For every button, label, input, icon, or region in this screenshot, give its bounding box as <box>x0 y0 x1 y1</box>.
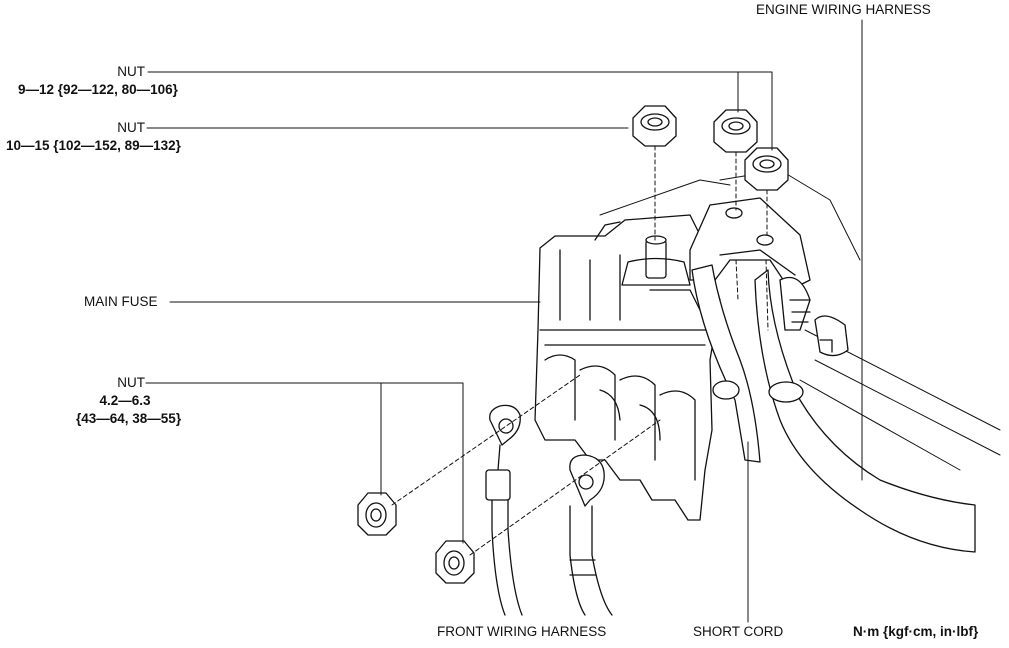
label-nut-top: NUT <box>117 64 145 79</box>
main-fuse-block <box>534 214 721 521</box>
leader-lines <box>145 19 863 623</box>
label-main-fuse: MAIN FUSE <box>84 294 158 309</box>
label-nut-mid-torque: 10—15 {102—152, 89—132} <box>6 138 181 153</box>
label-nut-mid: NUT <box>117 120 145 135</box>
fuse-stud <box>621 235 691 286</box>
nut-third <box>744 147 789 191</box>
short-cord-cable <box>691 264 761 463</box>
label-nut-low: NUT <box>117 375 145 390</box>
nut-lower-2 <box>435 540 475 584</box>
side-connector <box>814 315 849 357</box>
label-nut-low-torque-1: 4.2—6.3 <box>99 393 151 408</box>
nut-top-left <box>632 105 677 147</box>
front-harness-terminal-2 <box>569 454 613 616</box>
label-engine-wiring-harness: ENGINE WIRING HARNESS <box>756 2 931 17</box>
label-front-wiring-harness: FRONT WIRING HARNESS <box>437 624 607 639</box>
engine-harness-cable <box>754 269 976 553</box>
label-nut-top-torque: 9—12 {92—122, 80—106} <box>18 82 178 97</box>
nut-top-right <box>713 109 758 153</box>
label-nut-low-torque-2: {43—64, 38—55} <box>76 411 182 426</box>
label-torque-units: N·m {kgf·cm, in·lbf} <box>853 624 979 639</box>
nut-lower-1 <box>357 492 397 536</box>
front-harness-terminal-1 <box>485 404 523 616</box>
label-short-cord: SHORT CORD <box>693 624 784 639</box>
assembly-lines <box>391 145 769 556</box>
